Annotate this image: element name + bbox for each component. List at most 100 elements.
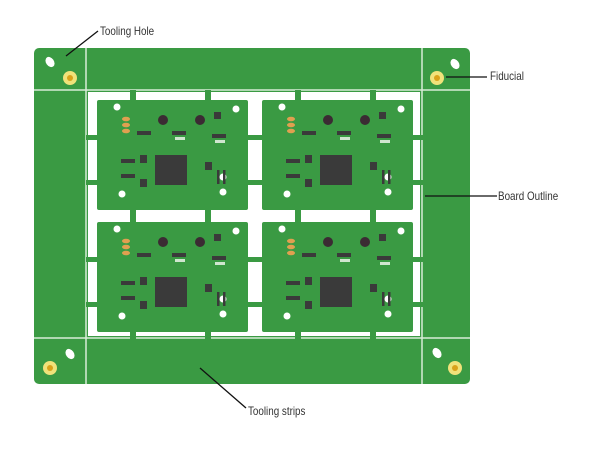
component <box>140 179 147 187</box>
diode <box>217 292 220 306</box>
rail-dividers <box>34 48 470 384</box>
mounting-hole <box>278 225 286 233</box>
diode <box>217 170 220 184</box>
resistor <box>286 159 300 163</box>
resistor <box>137 253 151 257</box>
mounting-hole <box>232 105 240 113</box>
capacitor <box>323 237 333 247</box>
ic-chip <box>320 155 352 185</box>
breakaway-tab <box>205 332 211 344</box>
ic-chip <box>320 277 352 307</box>
resistor <box>172 253 186 257</box>
tooling-hole <box>450 58 460 70</box>
fiducial-center <box>67 75 73 81</box>
pad <box>122 244 130 250</box>
resistor <box>286 296 300 300</box>
fiducial-center <box>452 365 458 371</box>
component <box>140 155 147 163</box>
breakaway-tab <box>86 257 97 262</box>
fiducial-center <box>434 75 440 81</box>
diode <box>388 292 391 306</box>
silkscreen-mark <box>175 137 185 140</box>
breakaway-tab <box>130 90 136 100</box>
capacitor <box>195 237 205 247</box>
breakaway-tab <box>130 332 136 344</box>
breakaway-tab <box>205 212 211 222</box>
diode <box>223 170 226 184</box>
breakaway-tab <box>251 302 262 307</box>
silkscreen-mark <box>340 137 350 140</box>
breakaway-tab <box>370 212 376 222</box>
component <box>379 112 386 119</box>
component <box>305 301 312 309</box>
component <box>305 155 312 163</box>
resistor <box>121 174 135 178</box>
breakaway-tab <box>295 332 301 344</box>
silkscreen-mark <box>380 262 390 265</box>
pcb-board <box>251 212 427 344</box>
resistor <box>121 296 135 300</box>
mounting-hole <box>118 190 126 198</box>
diode <box>223 292 226 306</box>
pad <box>287 244 295 250</box>
diode <box>382 170 385 184</box>
component <box>205 284 212 292</box>
pad <box>122 116 130 122</box>
breakaway-tab <box>86 135 97 140</box>
component <box>214 234 221 241</box>
capacitor <box>360 237 370 247</box>
mounting-hole <box>278 103 286 111</box>
breakaway-tab <box>251 257 262 262</box>
pad <box>287 250 295 256</box>
fiducial-center <box>47 365 53 371</box>
breakaway-tab <box>205 90 211 100</box>
mounting-hole <box>283 312 291 320</box>
breakaway-tab <box>86 180 97 185</box>
mounting-hole <box>384 188 392 196</box>
board-outline-label: Board Outline <box>498 189 559 203</box>
mounting-hole <box>232 227 240 235</box>
resistor <box>212 256 226 260</box>
ic-chip <box>155 155 187 185</box>
resistor <box>302 131 316 135</box>
pad <box>122 122 130 128</box>
breakaway-tab <box>130 212 136 222</box>
corner-features <box>43 56 462 375</box>
tooling-hole <box>45 56 55 68</box>
capacitor <box>360 115 370 125</box>
pad <box>122 128 130 134</box>
pcb-board <box>86 90 262 222</box>
breakaway-tab <box>413 135 427 140</box>
pad <box>122 238 130 244</box>
breakaway-tab <box>413 257 427 262</box>
diode <box>388 170 391 184</box>
mounting-hole <box>397 105 405 113</box>
breakaway-tab <box>86 302 97 307</box>
capacitor <box>158 115 168 125</box>
mounting-hole <box>219 310 227 318</box>
component <box>370 284 377 292</box>
component <box>305 179 312 187</box>
boards <box>86 90 427 344</box>
resistor <box>337 253 351 257</box>
component <box>370 162 377 170</box>
resistor <box>377 256 391 260</box>
resistor <box>212 134 226 138</box>
component <box>214 112 221 119</box>
component <box>305 277 312 285</box>
resistor <box>286 281 300 285</box>
tooling-hole-leader <box>65 30 99 57</box>
pad <box>287 128 295 134</box>
tooling-hole <box>432 347 442 359</box>
silkscreen-mark <box>380 140 390 143</box>
pad <box>287 116 295 122</box>
resistor <box>121 159 135 163</box>
mounting-hole <box>397 227 405 235</box>
resistor <box>377 134 391 138</box>
tooling-strips-label: Tooling strips <box>248 404 306 418</box>
mounting-hole <box>283 190 291 198</box>
breakaway-tab <box>295 212 301 222</box>
resistor <box>172 131 186 135</box>
pcb-board <box>86 212 262 344</box>
